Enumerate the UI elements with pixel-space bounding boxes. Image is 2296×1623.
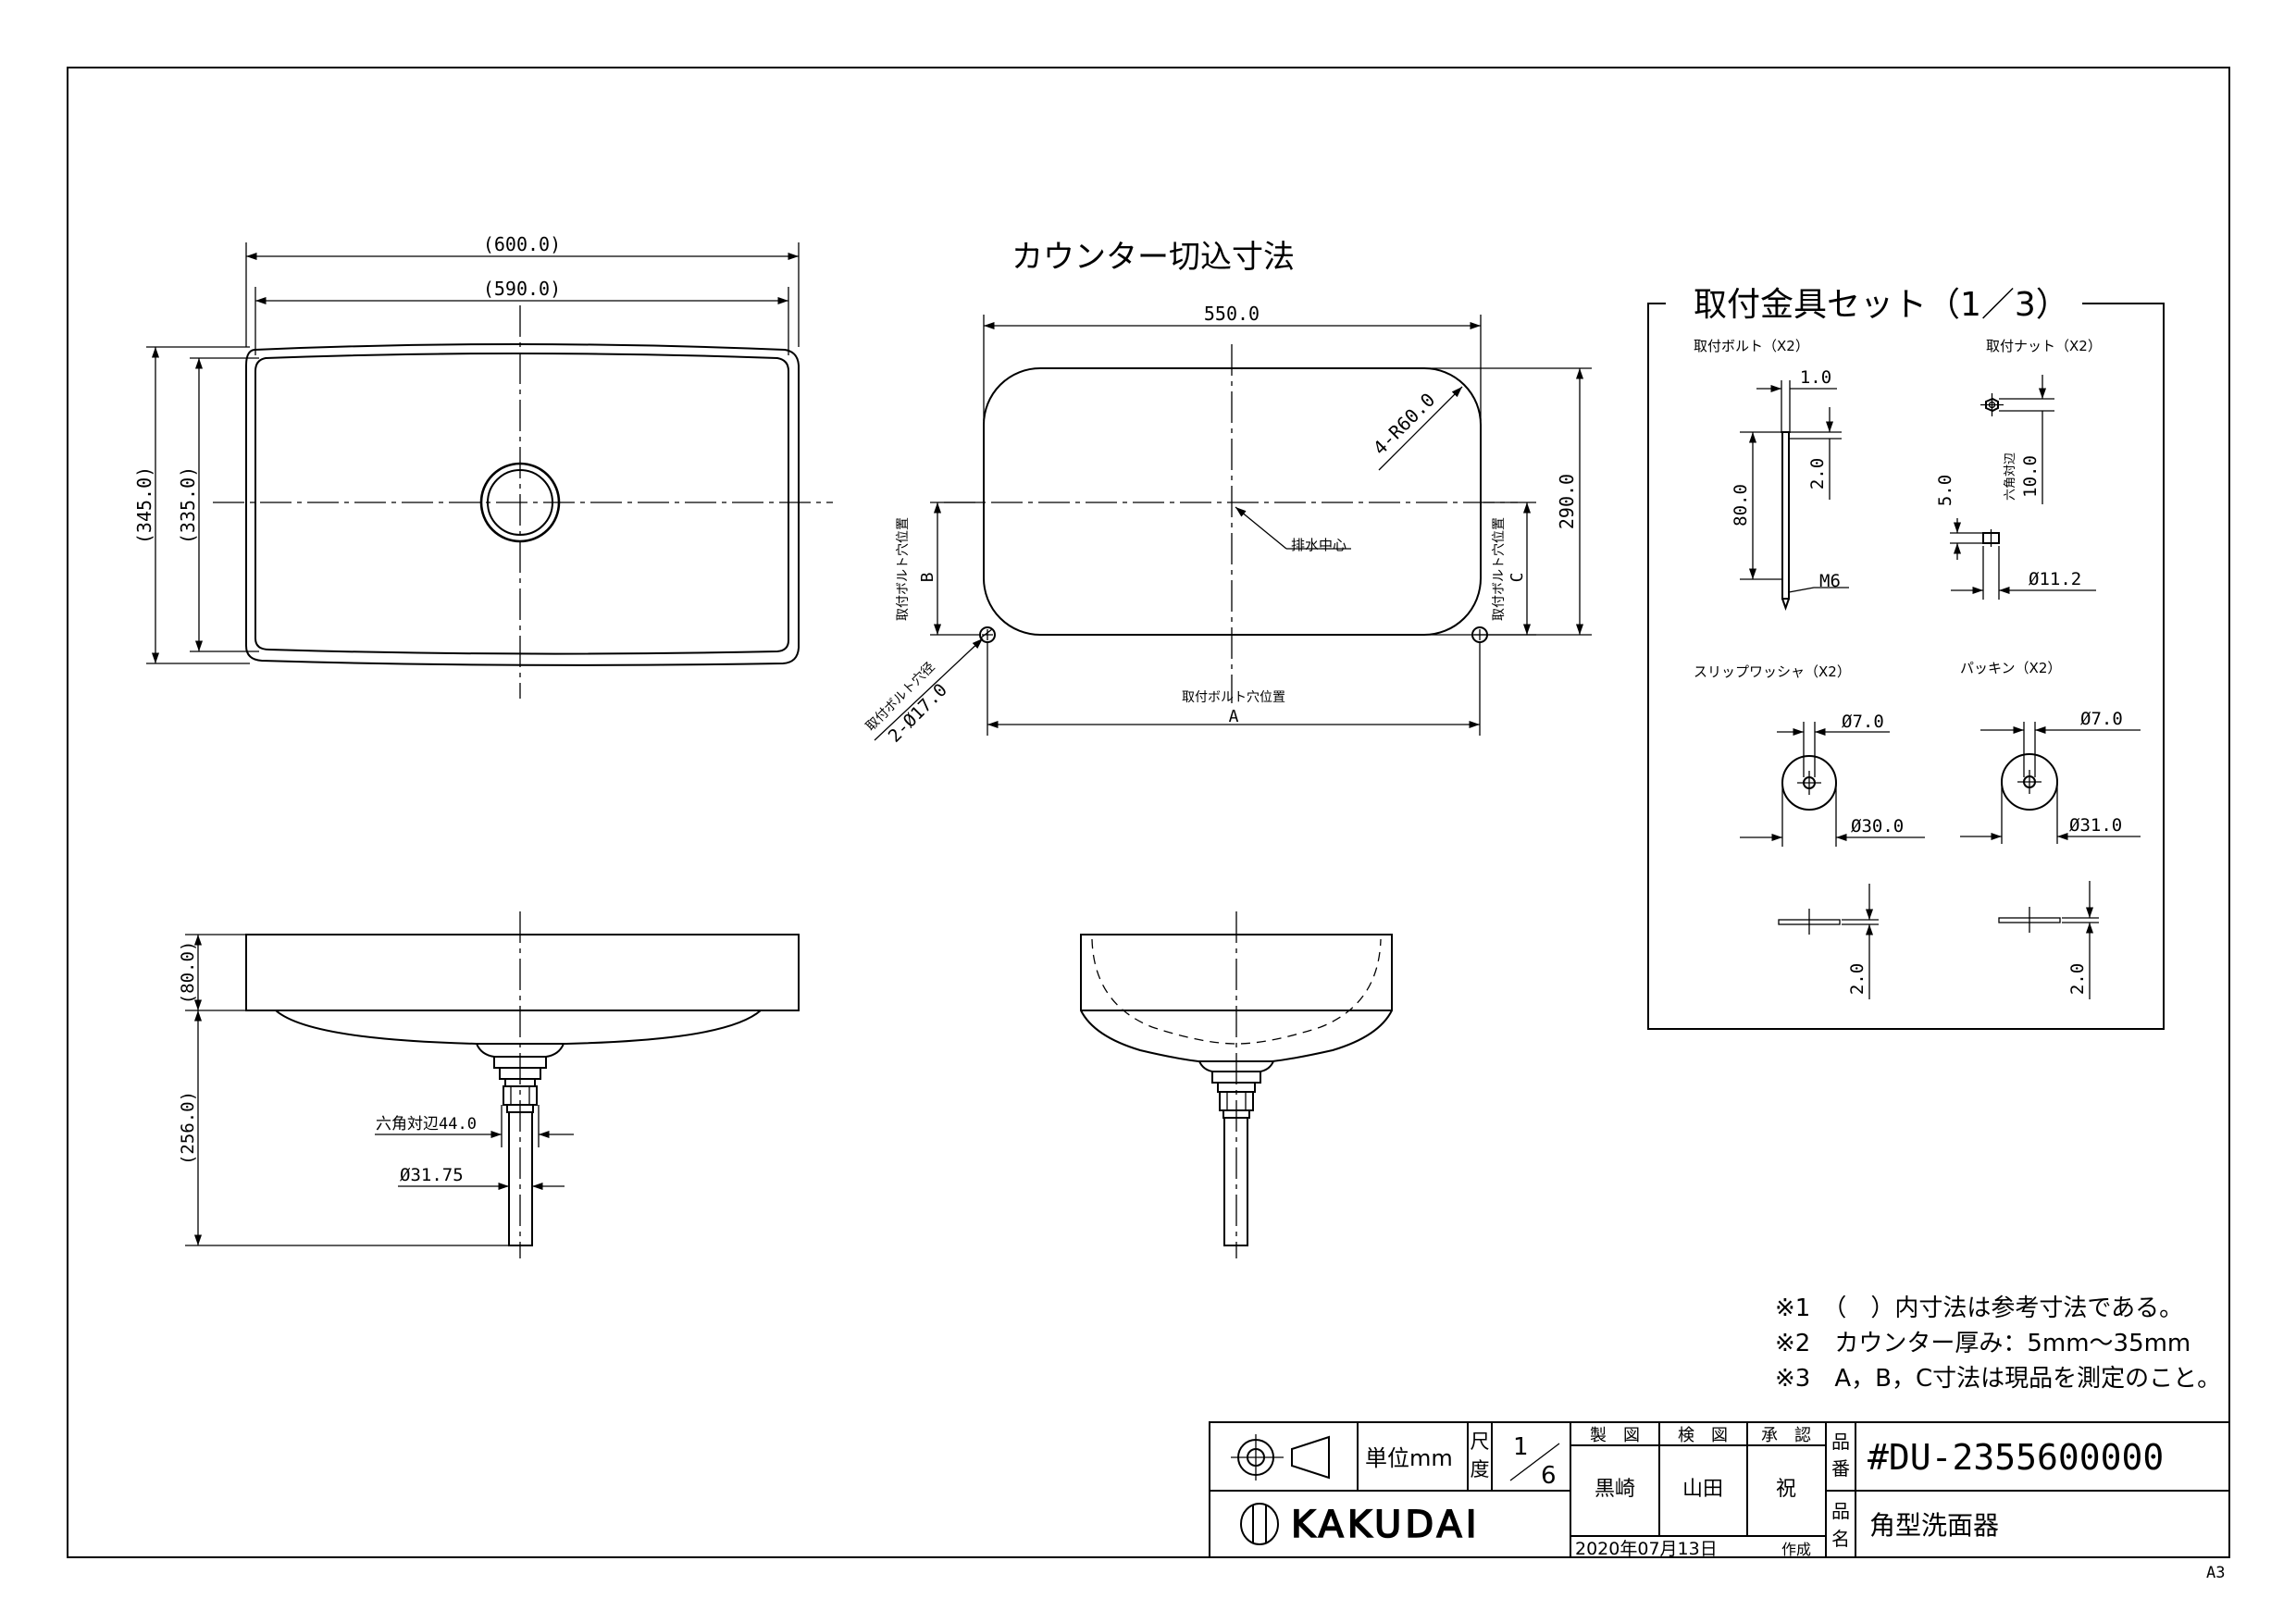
side-view <box>1080 911 1393 1258</box>
dim-a-label: A <box>1229 707 1239 726</box>
approved-label: 承 認 <box>1761 1426 1811 1445</box>
part-name: 角型洗面器 <box>1869 1510 1999 1541</box>
front-view: (80.0) (256.0) 六角対辺44.0 Ø31.75 <box>178 911 800 1258</box>
washer-outer-label: Ø30.0 <box>1851 816 1904 836</box>
nut-thickness-label: 5.0 <box>1935 475 1955 506</box>
packing-inner-label: Ø7.0 <box>2080 709 2123 729</box>
packing-label: パッキン（X2） <box>1960 660 2061 676</box>
date-suffix: 作成 <box>1781 1541 1811 1558</box>
outer-width-label: (600.0) <box>483 233 561 255</box>
radius-label: 4-R60.0 <box>1369 389 1440 460</box>
brand-name: KAKUDAI <box>1291 1504 1481 1546</box>
bolt-hole-pos-left-label: 取付ボルト穴位置 <box>896 517 911 621</box>
washer-inner-label: Ø7.0 <box>1842 712 1884 732</box>
bolt-tip-label: 1.0 <box>1800 367 1831 388</box>
title-block: 単位mm 尺 度 1 6 製 図 検 図 承 認 黒崎 山田 祝 品 番 #DU… <box>1209 1421 2230 1559</box>
part-name-label-1: 品 <box>1831 1500 1850 1522</box>
cutout-title: カウンター切込寸法 <box>1011 239 1295 276</box>
drain-center-label: 排水中心 <box>1291 537 1347 553</box>
part-no: #DU-2355600000 <box>1868 1437 2164 1478</box>
radius-leader <box>1378 386 1463 471</box>
bolt-hole-leader <box>874 638 984 741</box>
checked-by: 山田 <box>1682 1478 1723 1501</box>
hardware-title: 取付金具セット（1／3） <box>1694 286 2069 324</box>
drawing-frame <box>67 67 2230 1558</box>
dim-c-label: C <box>1508 573 1527 583</box>
basin-inner-outline <box>254 353 789 655</box>
washer-label: スリップワッシャ（X2） <box>1694 663 1851 680</box>
drain-center-leader <box>1235 506 1287 550</box>
note-2: ※2 カウンター厚み：5mm～35mm <box>1775 1330 2191 1357</box>
cutout-view: カウンター切込寸法 550.0 290.0 4-R60.0 排水中心 取付ボルト… <box>863 239 1592 747</box>
part-name-label-2: 名 <box>1831 1528 1850 1550</box>
bolt-shaft <box>1781 431 1790 600</box>
projection-symbol-icon <box>1231 1434 1330 1481</box>
date: 2020年07月13日 <box>1575 1539 1718 1559</box>
nut-hex-label: 10.0 <box>2020 455 2041 498</box>
notes: ※1 （ ）内寸法は参考寸法である。 ※2 カウンター厚み：5mm～35mm ※… <box>1775 1295 2221 1393</box>
sheet-size: A3 <box>2206 1564 2225 1582</box>
drain-hole-outer <box>479 462 561 543</box>
nut-dia-label: Ø11.2 <box>2029 569 2081 589</box>
part-no-label-2: 番 <box>1831 1457 1850 1480</box>
hex-label: 六角対辺44.0 <box>376 1115 477 1134</box>
basin-bowl-front <box>275 1010 762 1045</box>
checked-label: 検 図 <box>1678 1426 1728 1445</box>
scale-den: 6 <box>1541 1462 1557 1490</box>
kakudai-logo-icon <box>1240 1503 1279 1545</box>
packing-thickness-label: 2.0 <box>2067 963 2088 995</box>
bolt-length-label: 80.0 <box>1731 484 1751 527</box>
drain-height-label: (256.0) <box>178 1091 198 1165</box>
inner-width-label: (590.0) <box>483 278 561 300</box>
scale-num: 1 <box>1513 1433 1529 1461</box>
scale-label-2: 度 <box>1471 1458 1490 1481</box>
inner-depth-label: (335.0) <box>177 466 199 544</box>
washer-thickness-label: 2.0 <box>1847 963 1868 995</box>
front-height-label: (80.0) <box>178 941 198 1005</box>
unit-label: 単位mm <box>1365 1445 1453 1471</box>
bolt-hole-pos-right-label: 取付ボルト穴位置 <box>1492 517 1507 621</box>
nut-hex-caption: 六角対辺 <box>2004 452 2017 501</box>
packing-outer-label: Ø31.0 <box>2069 815 2122 836</box>
bolt-hole-pos-bottom-label: 取付ボルト穴位置 <box>1182 690 1285 705</box>
scale-label-1: 尺 <box>1471 1431 1490 1453</box>
approved-by: 祝 <box>1776 1478 1796 1501</box>
dim-b-label: B <box>918 573 937 583</box>
pipe-dia-label: Ø31.75 <box>400 1165 464 1185</box>
cutout-outline <box>983 367 1482 636</box>
bolt-end-label: 2.0 <box>1807 458 1828 489</box>
note-3: ※3 A，B，C寸法は現品を測定のこと。 <box>1775 1365 2221 1393</box>
bolt-thread-label: M6 <box>1819 571 1841 591</box>
part-no-label-1: 品 <box>1831 1431 1850 1453</box>
made-label: 製 図 <box>1590 1426 1640 1445</box>
nut-label: 取付ナット（X2） <box>1986 338 2102 354</box>
note-1: ※1 （ ）内寸法は参考寸法である。 <box>1775 1295 2183 1322</box>
drain-hole-inner <box>487 469 553 536</box>
cutout-depth-label: 290.0 <box>1556 474 1578 529</box>
basin-rim-front <box>245 934 800 1011</box>
basin-outer-outline <box>245 343 800 666</box>
drain-pipe-side <box>1223 1117 1248 1246</box>
cutout-width-label: 550.0 <box>1204 303 1260 325</box>
outer-depth-label: (345.0) <box>133 466 155 544</box>
top-view: (600.0) (590.0) (345.0) (335.0) <box>133 233 833 699</box>
hardware-set: 取付金具セット（1／3） 取付ボルト（X2） 1.0 80.0 2.0 M6 取… <box>1647 286 2165 1030</box>
made-by: 黒崎 <box>1595 1478 1635 1501</box>
bolt-label: 取付ボルト（X2） <box>1694 338 1809 354</box>
